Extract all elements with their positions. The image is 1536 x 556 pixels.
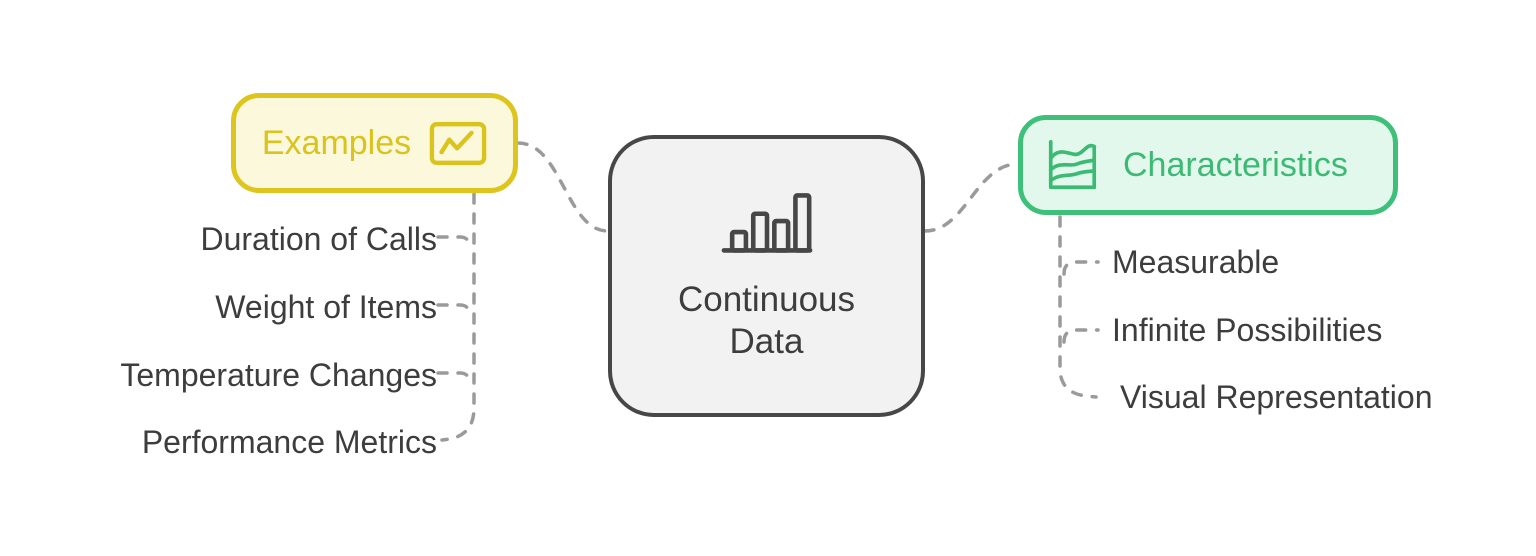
- node-characteristics[interactable]: Characteristics: [1018, 115, 1398, 215]
- connector-examples-center: [516, 141, 610, 233]
- bar-chart-icon: [721, 193, 812, 253]
- connector-branch-measurable: [1062, 260, 1100, 276]
- connector-branch-temperature: [436, 371, 472, 387]
- leaf-weight-of-items[interactable]: Weight of Items: [215, 289, 437, 325]
- examples-label: Examples: [261, 123, 412, 162]
- trend-line-chart-icon: [429, 121, 487, 165]
- node-continuous-data[interactable]: Continuous Data: [608, 135, 925, 417]
- leaf-measurable[interactable]: Measurable: [1112, 244, 1280, 280]
- leaf-infinite-possibilities[interactable]: Infinite Possibilities: [1112, 312, 1383, 348]
- connector-branch-weight: [436, 303, 472, 319]
- connector-center-characteristics: [923, 162, 1020, 233]
- center-label: Continuous Data: [677, 280, 856, 361]
- connector-characteristics-trunk: [1058, 215, 1098, 399]
- leaf-performance-metrics[interactable]: Performance Metrics: [141, 424, 437, 460]
- connector-branch-duration: [436, 235, 472, 251]
- leaf-temperature-changes[interactable]: Temperature Changes: [120, 357, 437, 393]
- connector-examples-trunk: [440, 192, 476, 442]
- characteristics-label: Characteristics: [1123, 145, 1348, 184]
- leaf-duration-of-calls[interactable]: Duration of Calls: [200, 221, 437, 257]
- leaf-visual-representation[interactable]: Visual Representation: [1120, 379, 1433, 415]
- connector-branch-infinite: [1062, 328, 1100, 344]
- node-examples[interactable]: Examples: [231, 93, 518, 193]
- area-chart-icon: [1048, 139, 1097, 190]
